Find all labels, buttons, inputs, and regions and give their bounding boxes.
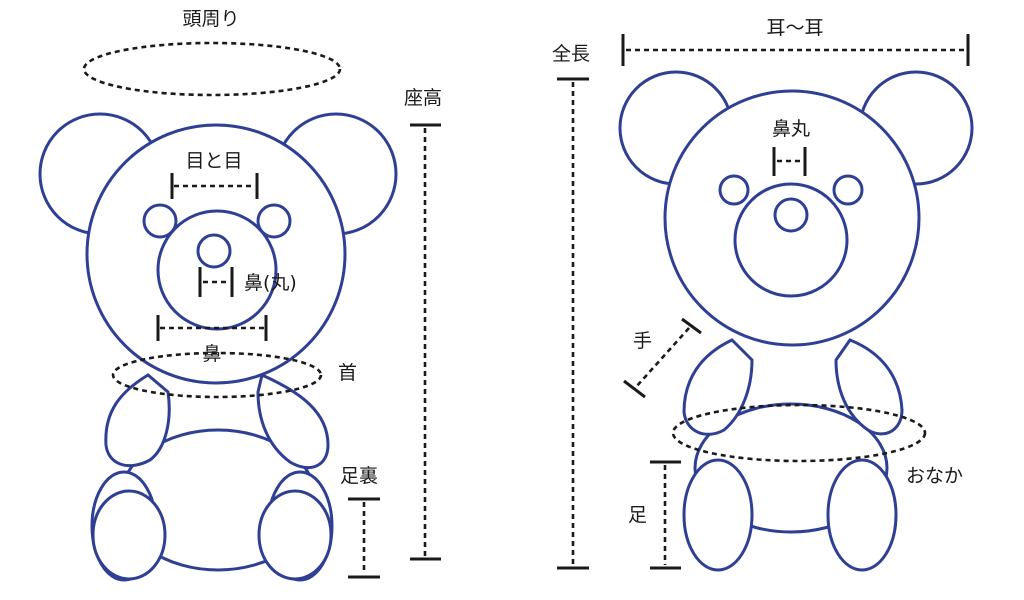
seated-height-label: 座高: [404, 87, 442, 109]
hand-measure: [623, 317, 702, 399]
right-foot-pad: [257, 489, 333, 581]
head-circumference-ring: [82, 41, 342, 97]
leg-measure: [650, 460, 681, 570]
left-arm: [104, 373, 171, 468]
right-leg: [257, 470, 334, 582]
leg-label: 足: [628, 504, 647, 526]
muzzle: [156, 209, 278, 331]
muzzle: [733, 182, 849, 298]
head-circumference-label: 頭周り: [182, 8, 239, 30]
ear-to-ear-label: 耳〜耳: [766, 17, 823, 39]
right-arm: [256, 372, 330, 470]
nose-round-label: 鼻丸: [772, 118, 810, 140]
sole-label: 足裏: [340, 465, 378, 487]
left-eye: [718, 174, 750, 206]
belly-label: おなか: [906, 465, 963, 487]
hand-label: 手: [633, 330, 652, 352]
neck-ring: [111, 351, 323, 399]
left-eye: [142, 203, 178, 239]
left-leg: [682, 458, 754, 572]
left-foot-pad: [91, 489, 167, 581]
right-bear: 耳〜耳 全長: [552, 17, 974, 572]
right-leg: [826, 458, 898, 572]
nose-round-measure: [198, 267, 234, 297]
nose-measure: [156, 315, 268, 341]
belly-ring: [671, 403, 927, 463]
left-arm: [682, 338, 754, 436]
nose-round-measure: [772, 147, 807, 176]
seated-height-measure: [410, 123, 441, 561]
right-eye: [832, 174, 864, 206]
nose: [773, 197, 809, 233]
eye-to-eye-measure: [170, 173, 259, 199]
left-leg: [90, 470, 167, 582]
nose-round-label: 鼻(丸): [244, 272, 297, 294]
total-length-measure: [557, 77, 589, 570]
ear-to-ear-measure: [621, 34, 970, 66]
left-bear: 目と目 鼻(丸) 鼻 頭周り 首 座高 足裏: [38, 8, 442, 582]
right-eye: [256, 203, 292, 239]
eye-to-eye-label: 目と目: [185, 150, 242, 172]
total-length-label: 全長: [552, 43, 590, 65]
right-arm: [834, 338, 904, 436]
sole-measure: [348, 497, 380, 579]
neck-label: 首: [338, 362, 357, 384]
nose-label: 鼻: [202, 343, 221, 365]
nose: [196, 233, 232, 269]
